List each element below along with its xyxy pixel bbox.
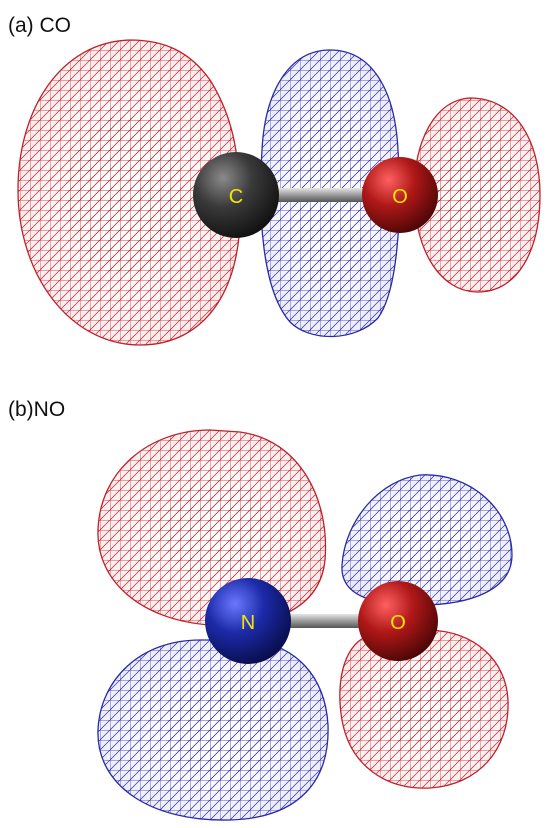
no-upper-right-negative-lobe [341, 474, 513, 606]
carbon-atom-label: C [229, 186, 243, 208]
no-lower-right-positive-lobe [339, 629, 509, 789]
no-lower-left-negative-lobe [97, 639, 329, 821]
carbon-atom: C [193, 152, 279, 238]
oxygen-atom-co-label: O [392, 186, 408, 208]
panel-a-label: (a) CO [8, 14, 71, 37]
co-bond [240, 188, 400, 202]
oxygen-atom-no: O [358, 581, 438, 661]
oxygen-atom-no-label: O [390, 612, 406, 634]
nitrogen-atom: N [205, 578, 291, 664]
no-molecule: N O [97, 429, 513, 821]
co-left-positive-lobe [17, 39, 241, 346]
co-right-positive-lobe [413, 97, 541, 293]
nitrogen-atom-label: N [241, 612, 255, 634]
co-molecule: C O [17, 39, 541, 346]
no-upper-left-positive-lobe [97, 429, 327, 626]
panel-b-label: (b)NO [8, 398, 66, 421]
oxygen-atom-co: O [362, 157, 438, 233]
